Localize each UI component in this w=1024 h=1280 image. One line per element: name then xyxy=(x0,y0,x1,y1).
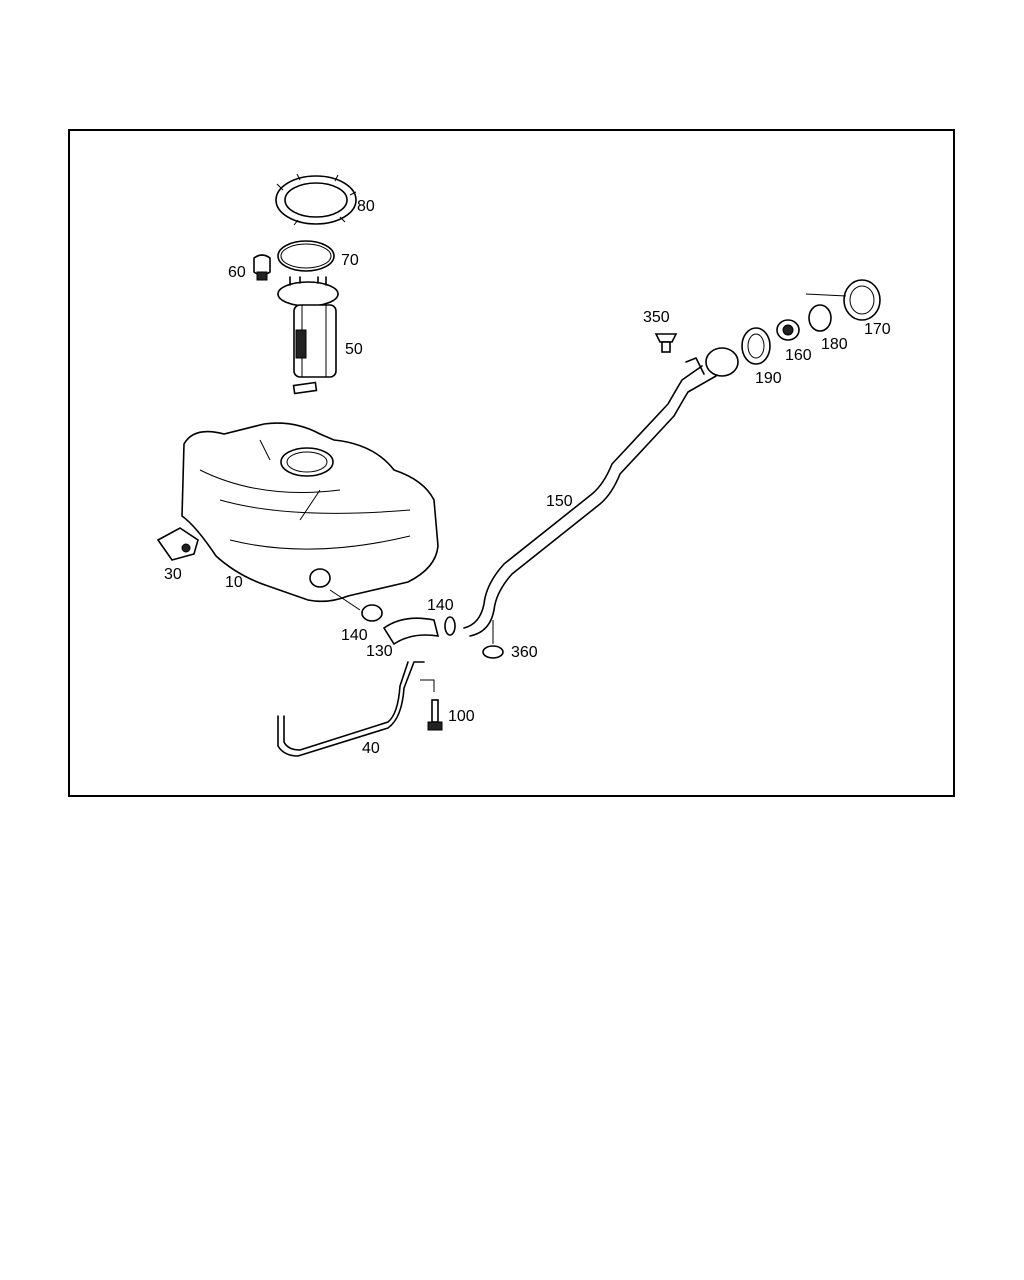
part-40-strap[interactable] xyxy=(277,661,425,757)
callout-50[interactable]: 50 xyxy=(345,341,363,358)
callout-350[interactable]: 350 xyxy=(643,309,670,326)
part-10-fuel-tank[interactable] xyxy=(181,422,439,603)
callout-60[interactable]: 60 xyxy=(228,264,246,281)
callout-170[interactable]: 170 xyxy=(864,321,891,338)
part-160-insert[interactable] xyxy=(776,319,800,341)
part-180-o-ring[interactable] xyxy=(808,304,832,332)
part-190-gasket[interactable] xyxy=(741,327,771,365)
callout-160[interactable]: 160 xyxy=(785,347,812,364)
part-50-fuel-pump[interactable] xyxy=(277,276,339,395)
callout-70[interactable]: 70 xyxy=(341,252,359,269)
callout-190[interactable]: 190 xyxy=(755,370,782,387)
part-150-filler-pipe[interactable] xyxy=(463,347,739,637)
callout-130[interactable]: 130 xyxy=(366,643,393,660)
callout-140-right[interactable]: 140 xyxy=(427,597,454,614)
callout-10[interactable]: 10 xyxy=(225,574,243,591)
part-130-hose[interactable] xyxy=(382,617,440,646)
callout-360[interactable]: 360 xyxy=(511,644,538,661)
part-140-clamp-b[interactable] xyxy=(444,616,456,636)
part-70-seal-ring[interactable] xyxy=(277,240,335,272)
callout-80[interactable]: 80 xyxy=(357,198,375,215)
part-140-clamp-a[interactable] xyxy=(361,604,383,622)
callout-40[interactable]: 40 xyxy=(362,740,380,757)
part-80-lock-ring[interactable] xyxy=(275,173,357,226)
part-360-grommet[interactable] xyxy=(482,620,504,659)
callout-150[interactable]: 150 xyxy=(546,493,573,510)
leader-line-140 xyxy=(329,589,361,611)
callout-100[interactable]: 100 xyxy=(448,708,475,725)
part-170-fuel-cap[interactable] xyxy=(805,279,881,321)
part-60-sensor[interactable] xyxy=(253,254,271,281)
callout-180[interactable]: 180 xyxy=(821,336,848,353)
part-350-fitting[interactable] xyxy=(654,333,678,353)
part-100-bolt[interactable] xyxy=(420,679,443,731)
callout-140-left[interactable]: 140 xyxy=(341,627,368,644)
part-30-valve[interactable] xyxy=(156,527,199,561)
callout-30[interactable]: 30 xyxy=(164,566,182,583)
